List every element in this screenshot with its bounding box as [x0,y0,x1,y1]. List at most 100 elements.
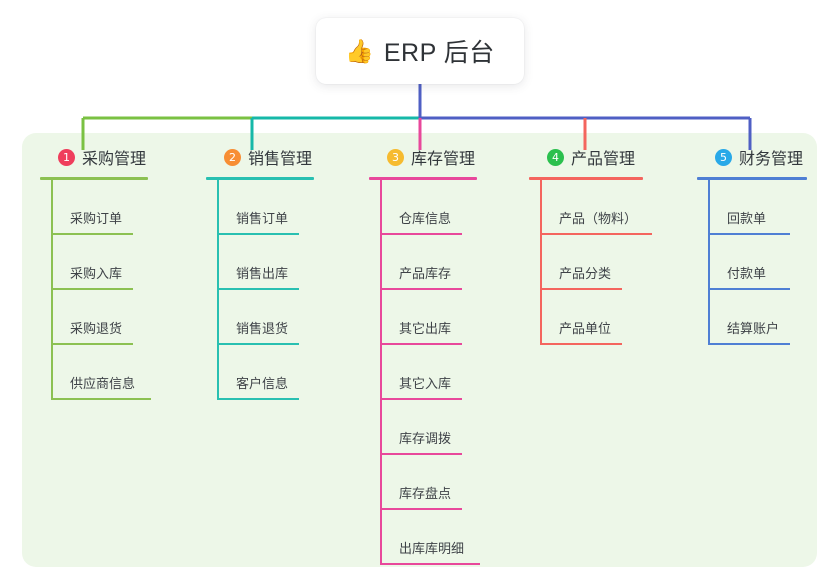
column-header-rule-sales [206,177,314,180]
root-title: ERP 后台 [383,39,495,67]
column-product: 4 产品管理产品（物料） 产品分类产品单位 [529,145,652,345]
column-header-inventory[interactable]: 3 库存管理 [369,145,477,169]
menu-item-label: 产品库存 [399,266,452,281]
column-sales: 2 销售管理销售订单销售出库销售退货客户信息 [206,145,314,400]
content-panel [22,133,817,567]
menu-item-rule [708,233,790,235]
column-spine-finance [708,180,710,345]
column-title-sales: 销售管理 [248,151,313,168]
menu-item[interactable]: 其它入库 [369,345,477,400]
thumbs-up-icon: 👍 [345,37,374,64]
menu-item[interactable]: 客户信息 [206,345,314,400]
menu-item-rule [51,343,133,345]
column-title-finance: 财务管理 [739,151,804,168]
menu-item-rule [217,288,299,290]
column-badge-finance: 5 [715,148,732,166]
menu-item-label: 仓库信息 [399,211,452,226]
menu-item-rule [51,233,133,235]
menu-item-rule [217,343,299,345]
menu-item[interactable]: 其它出库 [369,290,477,345]
menu-item-label: 采购入库 [70,266,123,281]
menu-item-label: 产品分类 [559,266,612,281]
menu-item[interactable]: 产品分类 [529,235,643,290]
column-header-product[interactable]: 4 产品管理 [529,145,643,169]
menu-item-rule [380,288,462,290]
column-spine-sales [217,180,219,400]
menu-item[interactable]: 采购退货 [40,290,148,345]
menu-item-rule [380,398,462,400]
menu-item-label: 客户信息 [236,376,289,391]
menu-item[interactable]: 采购入库 [40,235,148,290]
menu-item[interactable]: 销售退货 [206,290,314,345]
column-items-product: 产品（物料） 产品分类产品单位 [529,180,652,345]
menu-item-label: 结算账户 [727,321,780,336]
column-badge-sales: 2 [224,148,241,166]
column-header-rule-product [529,177,643,180]
menu-item-label: 产品（物料） [559,211,638,226]
menu-item[interactable]: 采购订单 [40,180,148,235]
menu-item-label: 销售退货 [236,321,289,336]
menu-item[interactable]: 回款单 [697,180,807,235]
menu-item-rule [217,233,299,235]
menu-item[interactable]: 出库库明细 [369,510,480,565]
menu-item[interactable]: 产品（物料） [529,180,652,235]
column-items-sales: 销售订单销售出库销售退货客户信息 [206,180,314,400]
menu-item-rule [380,343,462,345]
menu-item-rule [708,288,790,290]
menu-item-label: 采购退货 [70,321,123,336]
column-purchasing: 1 采购管理采购订单采购入库采购退货供应商信息 [40,145,151,400]
menu-item-label: 其它出库 [399,321,452,336]
menu-item-rule [380,233,462,235]
menu-item-label: 其它入库 [399,376,452,391]
menu-item-rule [51,288,133,290]
column-items-purchasing: 采购订单采购入库采购退货供应商信息 [40,180,151,400]
menu-item-rule [540,233,652,235]
column-title-inventory: 库存管理 [411,151,476,168]
column-spine-product [540,180,542,345]
menu-item-rule [380,453,462,455]
column-finance: 5 财务管理回款单付款单结算账户 [697,145,807,345]
menu-item-rule [540,288,622,290]
menu-item[interactable]: 仓库信息 [369,180,477,235]
menu-item[interactable]: 产品库存 [369,235,477,290]
menu-item-label: 供应商信息 [70,376,136,391]
column-badge-product: 4 [547,148,564,166]
column-header-rule-purchasing [40,177,148,180]
menu-item[interactable]: 库存盘点 [369,455,477,510]
column-header-sales[interactable]: 2 销售管理 [206,145,314,169]
column-title-purchasing: 采购管理 [82,151,147,168]
menu-item-label: 付款单 [727,266,767,281]
menu-item[interactable]: 销售出库 [206,235,314,290]
menu-item-rule [380,508,462,510]
column-spine-purchasing [51,180,53,400]
menu-item-label: 回款单 [727,211,767,226]
menu-item-rule [380,563,480,565]
menu-item-label: 库存盘点 [399,486,452,501]
menu-item-rule [708,343,790,345]
menu-item[interactable]: 供应商信息 [40,345,151,400]
column-header-purchasing[interactable]: 1 采购管理 [40,145,148,169]
column-header-rule-inventory [369,177,477,180]
column-header-finance[interactable]: 5 财务管理 [697,145,807,169]
menu-item-rule [51,398,151,400]
column-inventory: 3 库存管理仓库信息产品库存其它出库其它入库库存调拨库存盘点出库库明细 [369,145,480,565]
column-header-rule-finance [697,177,807,180]
column-badge-purchasing: 1 [58,148,75,166]
menu-item-label: 采购订单 [70,211,123,226]
menu-item-label: 库存调拨 [399,431,452,446]
menu-item[interactable]: 库存调拨 [369,400,477,455]
menu-item-rule [217,398,299,400]
menu-item-label: 销售订单 [236,211,289,226]
menu-item[interactable]: 结算账户 [697,290,807,345]
column-badge-inventory: 3 [387,148,404,166]
column-title-product: 产品管理 [571,151,636,168]
column-spine-inventory [380,180,382,565]
menu-item-label: 出库库明细 [399,541,465,556]
menu-item-label: 销售出库 [236,266,289,281]
menu-item[interactable]: 付款单 [697,235,807,290]
menu-item[interactable]: 产品单位 [529,290,643,345]
menu-item[interactable]: 销售订单 [206,180,314,235]
menu-item-label: 产品单位 [559,321,612,336]
root-node[interactable]: 👍 ERP 后台 [316,18,524,84]
